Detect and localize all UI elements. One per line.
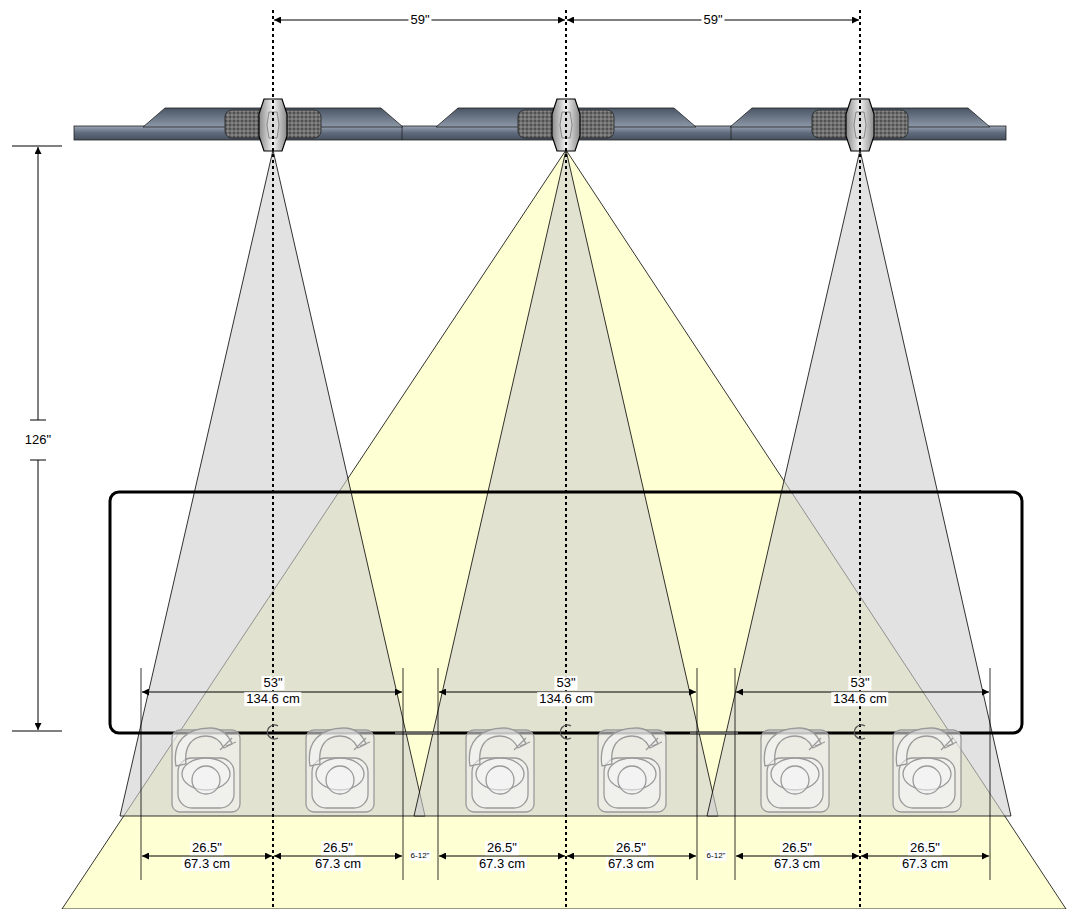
- seated-participants: [761, 728, 829, 812]
- extension-lines: [990, 668, 991, 880]
- centerline-symbols: [560, 725, 571, 739]
- dimension-label: 134.6 cm: [831, 692, 888, 706]
- spacing-dimension: [274, 20, 859, 21]
- dimension-label: 26.5": [908, 841, 942, 855]
- dimension-label: 26.5": [485, 841, 519, 855]
- dimension-label: 26.5": [614, 841, 648, 855]
- narrow-coverage-cones: [120, 150, 425, 816]
- seated-participants: [172, 728, 961, 812]
- extension-lines: [141, 668, 142, 880]
- dimension-label: 134.6 cm: [537, 692, 594, 706]
- height-dimension: [30, 420, 46, 421]
- seated-participants: [893, 728, 961, 812]
- table-edge-marks: [395, 732, 440, 734]
- narrow-coverage-cones: [414, 150, 718, 816]
- dimension-label: 59": [701, 13, 724, 27]
- height-dimension: [12, 146, 62, 147]
- center-lines: [859, 10, 861, 909]
- center-lines: [565, 10, 567, 909]
- centerline-symbols: [267, 725, 865, 739]
- ceiling-rail: [731, 126, 732, 140]
- gap-label: 6-12": [706, 851, 727, 861]
- seated-participants: [598, 728, 666, 812]
- dimension-label: 126": [23, 433, 53, 447]
- centerline-symbols: [267, 725, 278, 739]
- ceiling-rail: [74, 99, 1006, 151]
- dimension-label: 53": [261, 676, 284, 690]
- dimension-label: 67.3 cm: [772, 857, 822, 871]
- dimension-label: 53": [848, 676, 871, 690]
- extension-lines: [403, 668, 404, 880]
- height-dimension: [12, 146, 62, 731]
- narrow-coverage-cones: [707, 150, 1011, 816]
- centerline-symbols: [854, 725, 865, 739]
- wide-coverage-cone: [62, 150, 1066, 909]
- dimension-label: 67.3 cm: [182, 857, 232, 871]
- height-dimension: [30, 460, 46, 461]
- dimension-label: 67.3 cm: [477, 857, 527, 871]
- dimension-label: 53": [554, 676, 577, 690]
- extension-lines: [735, 668, 736, 880]
- seated-participants: [172, 728, 240, 812]
- dimension-label: 67.3 cm: [606, 857, 656, 871]
- center-lines: [272, 10, 274, 909]
- gap-label: 6-12": [410, 851, 431, 861]
- seated-participants: [306, 728, 374, 812]
- extension-lines: [438, 668, 439, 880]
- height-dimension: [12, 731, 62, 732]
- dimension-label: 59": [408, 13, 431, 27]
- dimension-label: 26.5": [190, 841, 224, 855]
- height-dimension: [38, 460, 39, 730]
- dimension-label: 67.3 cm: [900, 857, 950, 871]
- center-lines: [273, 10, 860, 909]
- height-dimension: [38, 147, 39, 420]
- seated-participants: [466, 728, 534, 812]
- extension-lines: [141, 668, 990, 880]
- dimension-label: 26.5": [321, 841, 355, 855]
- dimension-label: 67.3 cm: [313, 857, 363, 871]
- dimension-label: 26.5": [780, 841, 814, 855]
- dimension-label: 134.6 cm: [244, 692, 301, 706]
- ceiling-rail: [402, 126, 403, 140]
- extension-lines: [697, 668, 698, 880]
- seat-dimension: [142, 855, 989, 856]
- narrow-coverage-cones: [120, 150, 1011, 816]
